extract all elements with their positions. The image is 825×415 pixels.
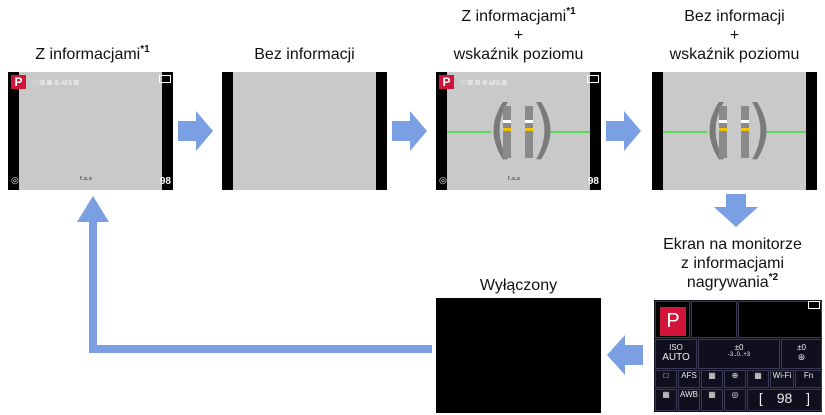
flash-value: ±0: [797, 343, 806, 352]
battery-icon: [587, 75, 599, 83]
caption-plus: +: [513, 27, 524, 44]
caption-text: wskaźnik poziomu: [453, 46, 584, 63]
level-line-left: [663, 131, 707, 133]
caption-screen1: Z informacjami*1: [10, 45, 175, 64]
remaining-shots: 98: [776, 390, 793, 406]
arrow-right-2: [392, 111, 427, 151]
exposure-value: ±0: [734, 343, 744, 352]
caption-text: Ekran na monitorze: [663, 236, 802, 253]
bottom-center-info: ᶠ·ˢ·ˢ: [80, 175, 92, 184]
mode-badge: P: [660, 307, 686, 336]
metering-cell: ▦: [701, 389, 723, 411]
remaining-shots-cell: [ 98 ]: [747, 389, 822, 411]
footnote-mark: *2: [768, 272, 779, 283]
recording-info-panel: P ISO AUTO ±0 -3..0..+3 ±0 ⊛ □ AFS ▦ ⊕ ▦…: [654, 300, 822, 412]
screen-without-info-level: ( ): [652, 72, 817, 190]
quality-cell: ▦: [701, 370, 723, 388]
caption-plus: +: [729, 27, 740, 44]
level-line-left: [447, 131, 491, 133]
caption-screen3: Z informacjami*1 + wskaźnik poziomu: [436, 7, 601, 64]
bottom-center-info: ᶠ·ˢ·ˢ: [508, 175, 520, 184]
af-area-cell: ⊕: [724, 370, 746, 388]
caption-text: nagrywania: [686, 274, 769, 291]
drive-mode-cell: □: [655, 370, 677, 388]
caption-text: Wyłączony: [479, 277, 558, 294]
return-line-vertical: [89, 218, 97, 353]
photo-style-cell: ▦: [655, 389, 677, 411]
caption-screen6: Wyłączony: [436, 276, 601, 295]
caption-text: Z informacjami: [35, 46, 141, 63]
flash-icon: ⊛: [797, 352, 806, 362]
arrow-down: [714, 194, 758, 227]
screen-off: [436, 298, 601, 413]
level-bar-left: [503, 106, 511, 158]
screen-without-info: [222, 72, 387, 190]
bracket-left: [: [758, 390, 763, 406]
footnote-mark: *1: [566, 6, 576, 17]
return-line-bottom: [89, 345, 432, 353]
battery-icon: [808, 301, 820, 309]
size-cell: ▦: [747, 370, 769, 388]
fn-cell: Fn: [795, 370, 822, 388]
caption-text: wskaźnik poziomu: [669, 46, 800, 63]
mode-badge: P: [439, 75, 454, 89]
battery-icon: [159, 75, 171, 83]
iso-label: ISO: [669, 343, 683, 352]
bottom-left-icon: ◎: [11, 175, 19, 185]
remaining-shots: 98: [159, 176, 171, 187]
white-balance-cell: AWB: [678, 389, 700, 411]
caption-text: Z informacjami: [461, 8, 567, 25]
level-bar-right: [525, 106, 533, 158]
wifi-cell: Wi-Fi: [770, 370, 794, 388]
caption-screen4: Bez informacji + wskaźnik poziomu: [652, 7, 817, 64]
iso-value: AUTO: [662, 352, 690, 363]
level-line-right: [546, 131, 590, 133]
caption-screen2: Bez informacji: [222, 45, 387, 64]
lcd-area: [233, 72, 376, 190]
bottom-left-icon: ◎: [439, 175, 447, 185]
caption-text: z informacjami: [680, 255, 785, 272]
footnote-mark: *1: [140, 44, 150, 55]
panel-mode-cell: P: [655, 301, 690, 338]
screen-with-info-level: ( ) P ⓘ ▦ ▦ ⊕ AFS ▦ ◎ ᶠ·ˢ·ˢ 98: [436, 72, 601, 190]
top-icons: ⓘ ▦ ▦ ⊕ AFS ▦: [460, 81, 508, 87]
level-bracket-right: ): [747, 93, 772, 167]
caption-line: nagrywania*2: [640, 273, 825, 292]
iso-cell: ISO AUTO: [655, 339, 697, 369]
level-line-right: [762, 131, 806, 133]
remaining-shots: 98: [587, 176, 599, 187]
exposure-cell: ±0 -3..0..+3: [698, 339, 780, 369]
arrow-right-3: [606, 111, 641, 151]
caption-screen5: Ekran na monitorze z informacjami nagryw…: [640, 235, 825, 292]
arrow-right-1: [178, 111, 213, 151]
bracket-right: ]: [806, 390, 811, 406]
arrow-up: [77, 196, 109, 222]
lcd-area: [19, 72, 162, 190]
panel-blank-cell: [691, 301, 737, 338]
caption-text: Bez informacji: [684, 8, 785, 25]
mode-badge: P: [11, 75, 26, 89]
exposure-scale: -3..0..+3: [727, 352, 751, 358]
flash-cell: ±0 ⊛: [781, 339, 822, 369]
screen-with-info: P ⓘ ▦ ▦ ⊕ AFS ▦ ◎ ᶠ·ˢ·ˢ 98: [8, 72, 173, 190]
top-icons: ⓘ ▦ ▦ ⊕ AFS ▦: [32, 81, 80, 87]
level-bracket-right: ): [531, 93, 556, 167]
metering-mode-cell: ◎: [724, 389, 746, 411]
caption-line: Z informacjami*1: [436, 7, 601, 26]
caption-text: Bez informacji: [254, 46, 355, 63]
level-bar-left: [719, 106, 727, 158]
arrow-left: [607, 335, 643, 375]
level-bar-right: [741, 106, 749, 158]
focus-mode-cell: AFS: [678, 370, 700, 388]
